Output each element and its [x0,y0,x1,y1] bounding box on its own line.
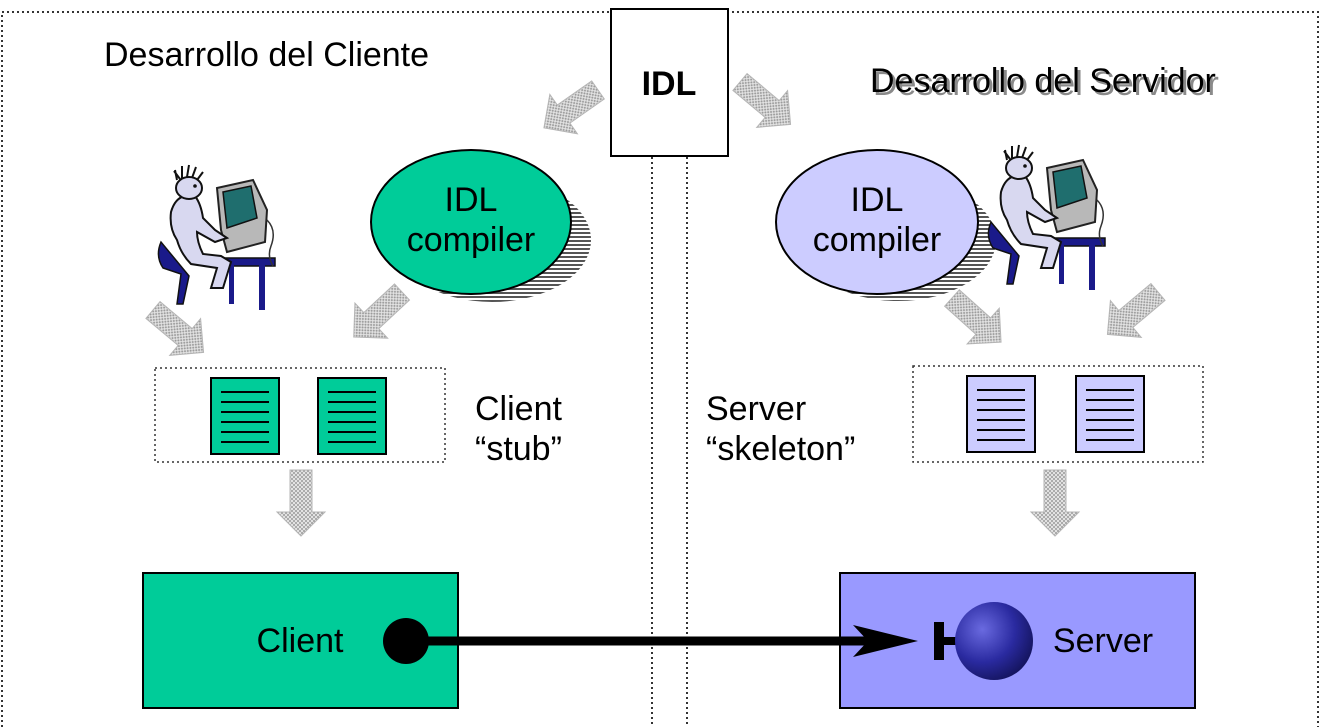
document-icon [1075,375,1145,453]
server-object-sphere [955,602,1033,680]
connection-arrowhead [853,625,918,657]
server-interface-stem [940,637,960,645]
client-compiler-ellipse [370,149,572,295]
server-skeleton-container [912,365,1204,463]
document-icon [966,375,1036,453]
client-side-title: Desarrollo del Cliente [104,36,429,74]
server-side-title-shadow: Desarrollo del Servidor [873,65,1219,103]
server-panel-border [686,11,1319,727]
arrow-stub-to-client [276,469,326,537]
server-compiler-label-line1: IDL [851,181,904,219]
server-compiler-ellipse [775,149,979,295]
client-panel-border [1,11,653,727]
client-compiler-label-line1: IDL [445,181,498,219]
arrow-skeleton-to-server [1030,469,1080,537]
arrow-developer-to-skeleton [1091,273,1174,354]
client-compiler-label-line2: compiler [407,221,535,259]
stub-label-line1: Client [475,390,562,428]
arrow-idl-to-server-compiler [724,63,807,144]
server-side-title: Desarrollo del Servidor [870,62,1216,100]
idl-box-label: IDL [642,65,697,103]
document-icon [210,377,280,455]
client-box-label: Client [257,622,344,660]
skeleton-label-line1: Server [706,390,806,428]
server-box-label: Server [1053,622,1153,660]
server-compiler-label-line2: compiler [813,221,941,259]
client-connection-endpoint [383,618,429,664]
client-stub-container [154,367,446,463]
stub-label-line2: “stub” [475,430,562,468]
document-icon [317,377,387,455]
developer-at-computer-icon [157,164,276,311]
skeleton-label-line2: “skeleton” [706,430,855,468]
server-interface-bar [934,622,944,660]
arrow-idl-to-client-compiler [529,69,613,149]
idl-box [610,8,729,157]
developer-at-computer-icon [987,144,1106,291]
arrow-compiler-to-stub [336,273,419,356]
